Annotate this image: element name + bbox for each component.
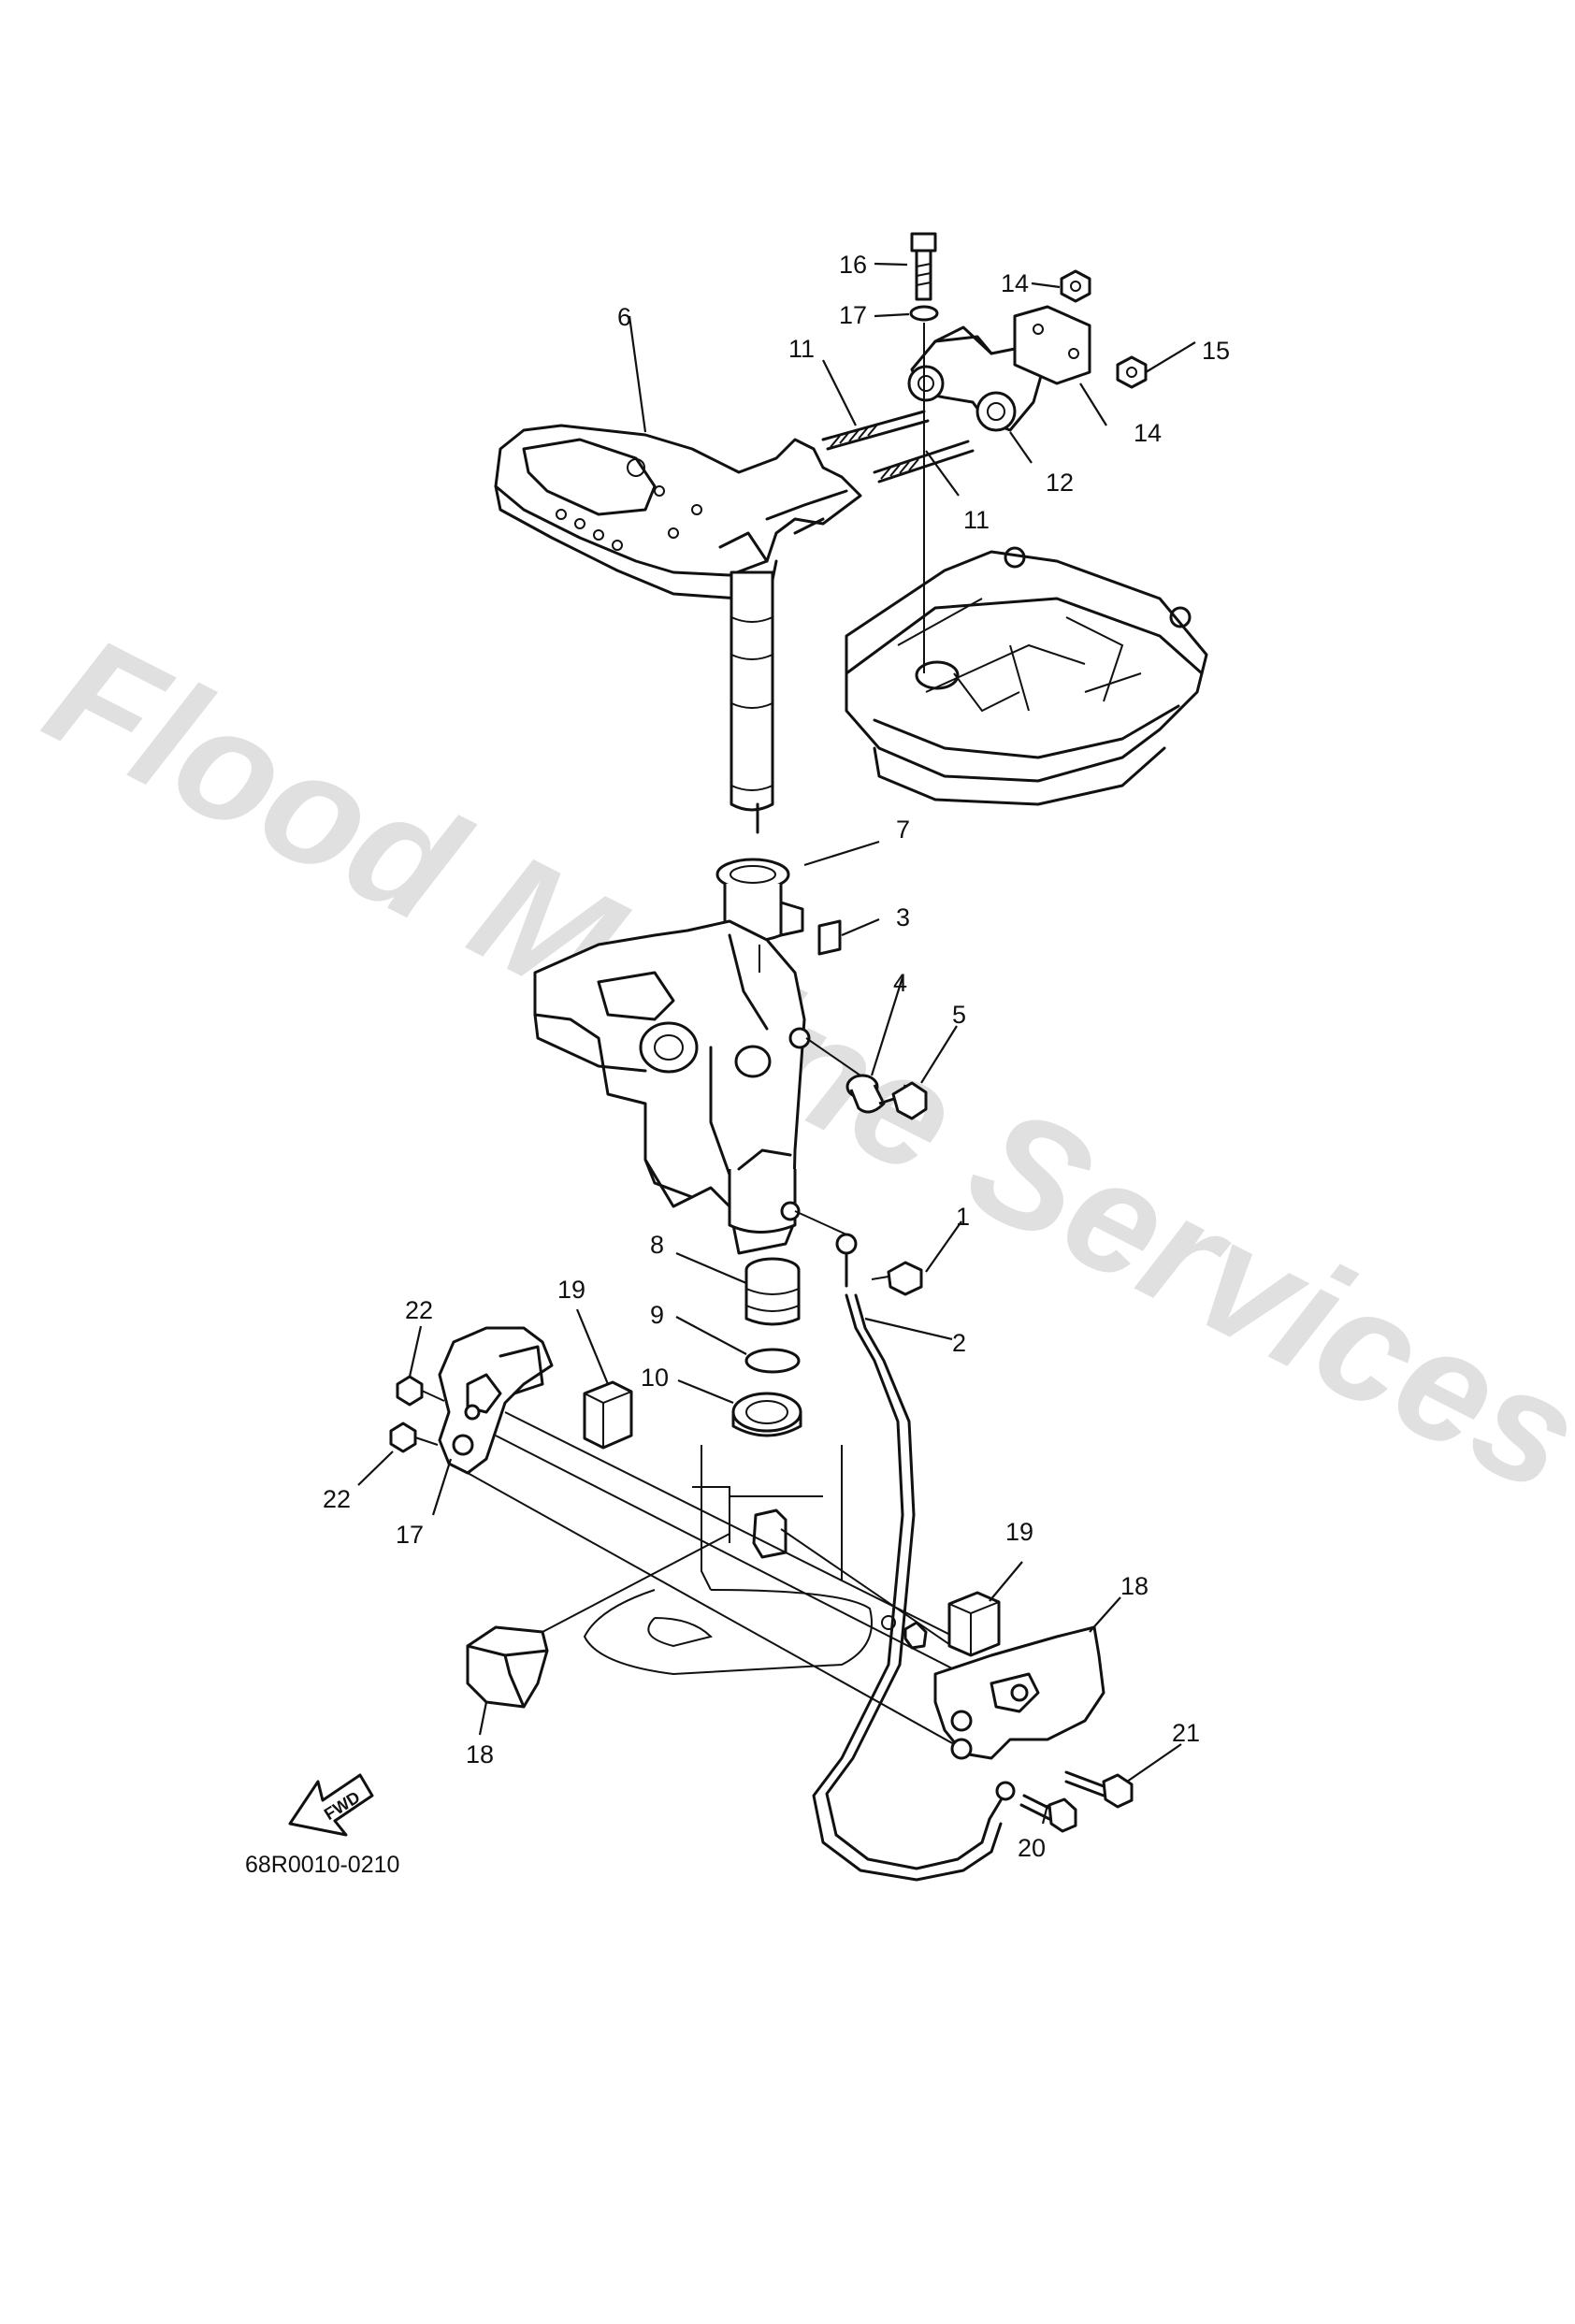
mount-rubber-assembly bbox=[907, 305, 1091, 432]
callout-16: 17 bbox=[839, 301, 867, 329]
anode-line-b bbox=[780, 1528, 960, 1652]
ground-lead-2 bbox=[812, 1293, 1003, 1882]
bracket-axis bbox=[759, 945, 861, 1235]
cross-line-2 bbox=[467, 1472, 955, 1745]
callout-11-b: 11 bbox=[963, 506, 990, 534]
callout-10: 10 bbox=[641, 1364, 669, 1392]
callout-9: 9 bbox=[650, 1301, 664, 1329]
collar-4 bbox=[845, 1074, 886, 1114]
lower-casing bbox=[583, 1445, 873, 1676]
stud-bolts bbox=[821, 410, 975, 484]
bolt-21 bbox=[1064, 1770, 1134, 1809]
nut-14-b bbox=[1116, 355, 1148, 389]
bolt-5 bbox=[878, 1081, 928, 1120]
callout-13: 14 bbox=[1134, 419, 1162, 447]
ground-terminal-1 bbox=[835, 1233, 923, 1296]
nut-14-a bbox=[1060, 269, 1091, 303]
swivel-bracket bbox=[533, 919, 811, 1255]
callout-17-a: 17 bbox=[396, 1521, 424, 1549]
callout-8: 8 bbox=[650, 1231, 664, 1259]
engine-mount-base bbox=[845, 546, 1208, 806]
callout-12: 12 bbox=[1046, 469, 1074, 497]
steering-arm bbox=[494, 424, 862, 600]
callout-22-b: 22 bbox=[323, 1485, 351, 1513]
fwd-arrow-icon: FWD bbox=[288, 1773, 374, 1837]
callout-18: 18 bbox=[466, 1740, 494, 1768]
oil-seal-10 bbox=[731, 1392, 802, 1437]
callout-20: 20 bbox=[1018, 1834, 1046, 1862]
callout-4: 4 bbox=[893, 969, 907, 997]
anode-19-left bbox=[583, 1380, 633, 1450]
drawing-code: 68R0010-0210 bbox=[245, 1852, 399, 1878]
cross-line-3 bbox=[504, 1411, 974, 1647]
callout-11-a: 11 bbox=[788, 335, 815, 363]
steering-shaft bbox=[730, 570, 774, 834]
anode-18 bbox=[466, 1625, 549, 1709]
anode-19-right bbox=[947, 1591, 1001, 1657]
ground-terminal-lower bbox=[988, 1781, 1016, 1821]
anode-line-a bbox=[542, 1533, 730, 1633]
callout-19-a: 19 bbox=[557, 1276, 585, 1304]
cross-line-1 bbox=[495, 1435, 955, 1670]
washer-16 bbox=[909, 305, 939, 322]
bushing-8 bbox=[744, 1257, 801, 1326]
callout-6: 6 bbox=[617, 303, 631, 331]
nut-22-upper bbox=[396, 1375, 445, 1407]
callout-21: 21 bbox=[1172, 1719, 1200, 1747]
callout-7: 7 bbox=[896, 816, 910, 844]
callout-labels: 16 17 14 15 11 11 14 12 6 7 3 4 5 1 2 8 … bbox=[323, 251, 1230, 1862]
callout-2: 2 bbox=[952, 1329, 966, 1357]
callout-14-b: 15 bbox=[1202, 337, 1230, 365]
callout-14-a: 14 bbox=[1001, 269, 1029, 297]
bracket-17-right bbox=[933, 1625, 1105, 1760]
small-bolt-right bbox=[881, 1615, 928, 1650]
callout-22-a: 22 bbox=[405, 1296, 433, 1324]
callout-3: 3 bbox=[896, 903, 910, 931]
callout-17-b: 18 bbox=[1120, 1572, 1149, 1600]
nut-22-lower bbox=[389, 1422, 439, 1453]
callout-1: 1 bbox=[956, 1203, 970, 1231]
o-ring-9 bbox=[744, 1348, 801, 1374]
callout-15: 16 bbox=[839, 251, 867, 279]
bolt-15 bbox=[910, 232, 937, 301]
callout-19-b: 19 bbox=[1005, 1518, 1033, 1546]
bracket-17-left bbox=[438, 1326, 554, 1475]
ground-lead-2-outer bbox=[825, 1293, 991, 1870]
liner-3 bbox=[817, 919, 842, 956]
callout-5: 5 bbox=[952, 1001, 966, 1029]
leader-lines bbox=[357, 262, 1196, 1825]
bolt-20 bbox=[1019, 1794, 1077, 1833]
